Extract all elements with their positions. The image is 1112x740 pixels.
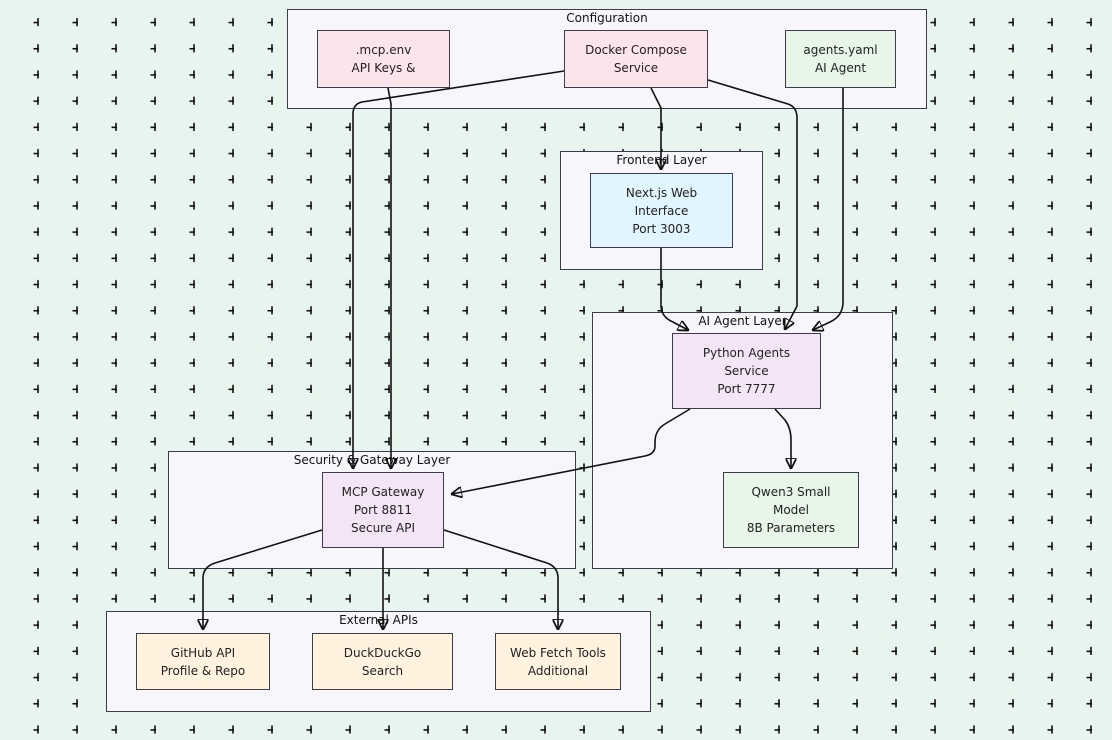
node-qwen-line3: 8B Parameters <box>746 521 836 535</box>
node-webfetch-line1: Web Fetch Tools <box>510 645 606 660</box>
node-mcp-env-line2: API Keys & <box>351 61 416 75</box>
node-mcp-gateway: MCP Gateway Port 8811 Secure API <box>322 472 444 548</box>
edge-gateway-to-webfetch <box>443 529 558 629</box>
cluster-configuration-label: Configuration <box>566 11 648 25</box>
node-qwen-line2: Model <box>772 503 810 517</box>
edge-docker-to-python <box>707 79 798 329</box>
node-mcp-env-line1: .mcp.env <box>355 43 412 57</box>
node-docker-compose-line1: Docker Compose <box>585 43 687 57</box>
node-mcp-gateway-line3: Secure API <box>350 521 416 535</box>
edge-nextjs-to-python <box>660 248 688 330</box>
edge-mcp-env-to-gateway <box>388 87 391 468</box>
node-docker-compose-line2: Service <box>613 61 659 75</box>
edge-agents-yaml-to-python <box>813 88 844 330</box>
node-python-agents-line2: Service <box>724 364 769 378</box>
node-mcp-gateway-line2: Port 8811 <box>353 503 413 517</box>
node-nextjs-line3: Port 3003 <box>632 221 691 236</box>
cluster-security-gateway-layer: Security & Gateway Layer <box>168 451 576 569</box>
node-web-fetch-tools: Web Fetch Tools Additional <box>495 633 621 690</box>
node-nextjs-line2: Interface <box>634 203 689 218</box>
node-python-agents-line1: Python Agents <box>702 346 791 360</box>
edge-docker-to-nextjs <box>650 87 661 169</box>
node-webfetch-line2: Additional <box>527 663 589 678</box>
node-nextjs-web-interface: Next.js Web Interface Port 3003 <box>590 173 733 248</box>
edge-python-to-qwen <box>774 408 791 468</box>
node-agents-yaml-line2: AI Agent <box>814 61 867 75</box>
node-duckduckgo: DuckDuckGo Search <box>312 633 453 690</box>
node-python-agents-line3: Port 7777 <box>717 382 776 396</box>
node-github-api: GitHub API Profile & Repo <box>136 633 270 690</box>
node-agents-yaml-line1: agents.yaml <box>803 43 878 57</box>
node-python-agents-service: Python Agents Service Port 7777 <box>672 333 821 409</box>
node-nextjs-line1: Next.js Web <box>625 185 698 200</box>
node-mcp-env: .mcp.env API Keys & <box>317 30 450 88</box>
node-github-line2: Profile & Repo <box>160 663 246 678</box>
node-docker-compose: Docker Compose Service <box>564 30 708 88</box>
cluster-security-gateway-layer-label: Security & Gateway Layer <box>293 453 451 467</box>
node-github-line1: GitHub API <box>170 645 236 660</box>
node-mcp-gateway-line1: MCP Gateway <box>341 485 425 499</box>
node-agents-yaml: agents.yaml AI Agent <box>785 30 896 88</box>
cluster-ai-agent-layer-label: AI Agent Layer <box>698 314 787 328</box>
node-qwen-line1: Qwen3 Small <box>751 485 831 499</box>
edge-python-to-gateway <box>452 408 691 494</box>
edge-docker-to-gateway <box>353 70 565 468</box>
node-duckduckgo-line2: Search <box>361 663 404 678</box>
edge-gateway-to-github <box>203 529 323 629</box>
node-duckduckgo-line1: DuckDuckGo <box>343 645 422 660</box>
node-qwen3-small-model: Qwen3 Small Model 8B Parameters <box>723 472 859 548</box>
